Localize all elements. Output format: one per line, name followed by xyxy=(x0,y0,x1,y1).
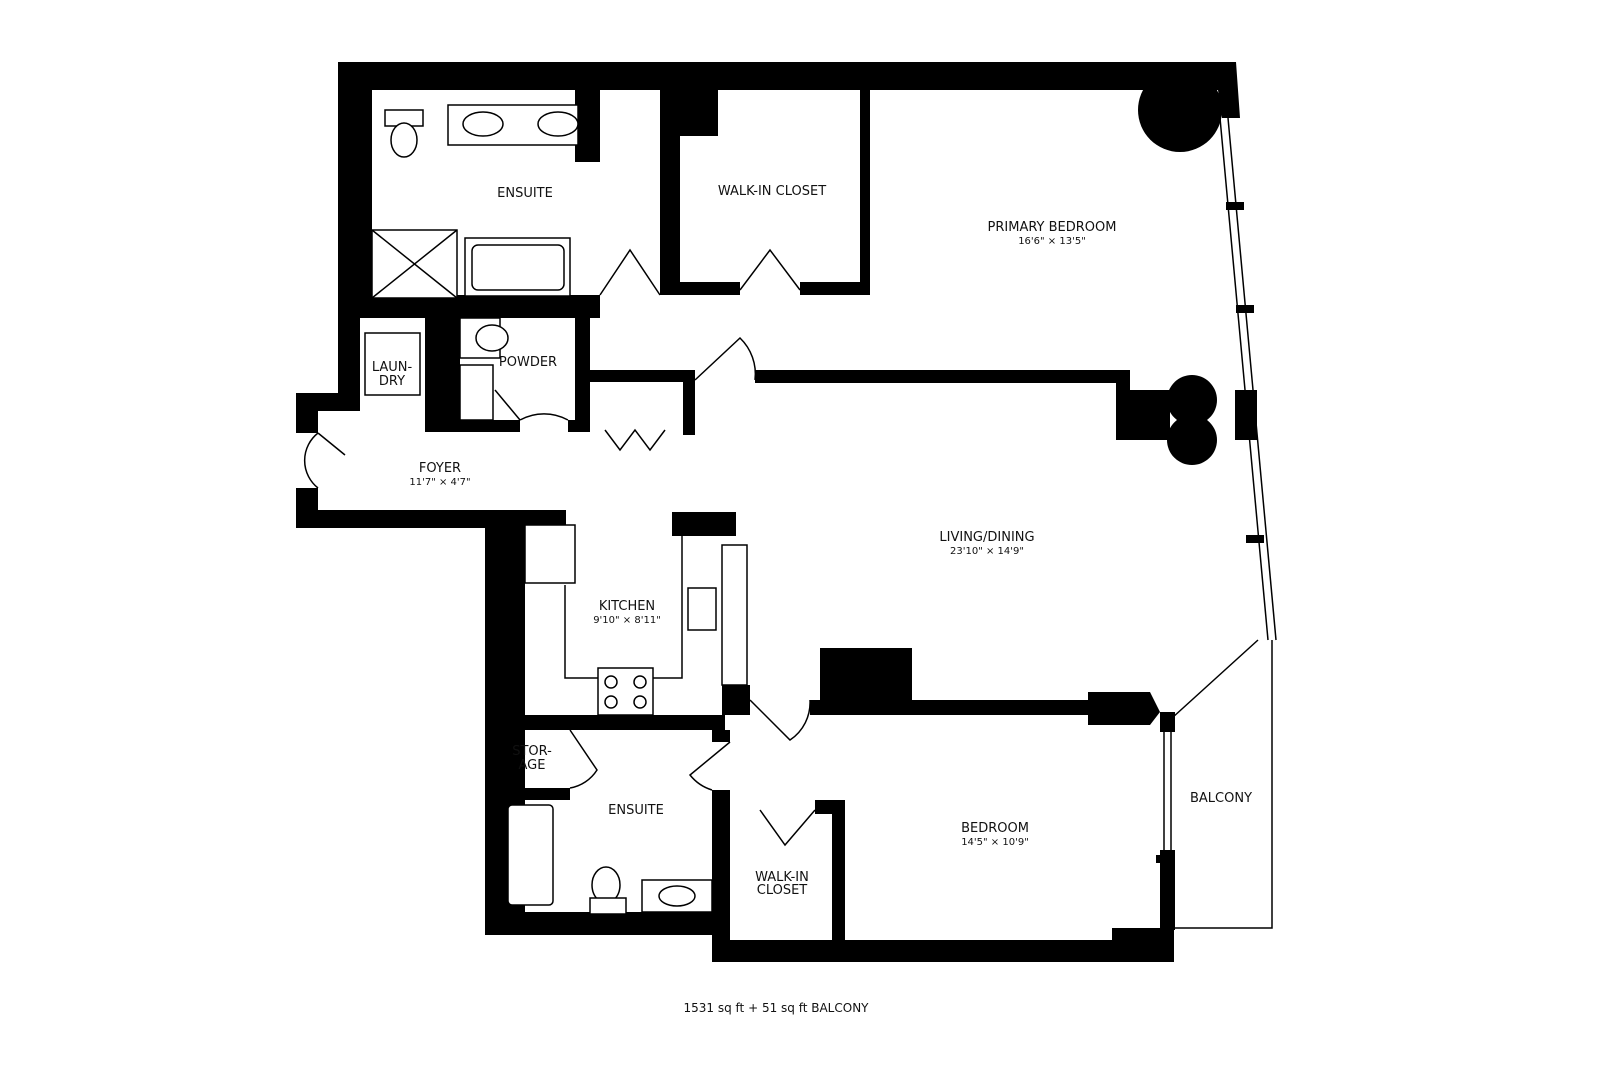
room-kitchen-dims: 9'10" × 8'11" xyxy=(593,615,661,626)
doors xyxy=(303,248,816,847)
area-summary: 1531 sq ft + 51 sq ft BALCONY xyxy=(684,1001,870,1015)
room-foyer: FOYER xyxy=(419,461,461,476)
room-balcony: BALCONY xyxy=(1190,791,1252,806)
room-ensuite-bedroom: ENSUITE xyxy=(608,803,664,818)
room-bedroom-dims: 14'5" × 10'9" xyxy=(961,837,1029,848)
room-laundry-line1: LAUN- xyxy=(372,360,413,375)
room-kitchen: KITCHEN xyxy=(599,599,655,614)
room-storage-line1: STOR- xyxy=(512,744,552,759)
room-storage-line2: AGE xyxy=(519,758,546,773)
room-powder: POWDER xyxy=(499,355,557,370)
room-walk-in-closet-line2: CLOSET xyxy=(757,883,808,898)
room-laundry-line2: DRY xyxy=(379,374,405,389)
room-living-dining: LIVING/DINING xyxy=(939,530,1034,545)
room-labels: ENSUITE WALK-IN CLOSET PRIMARY BEDROOM 1… xyxy=(372,184,1252,898)
room-living-dining-dims: 23'10" × 14'9" xyxy=(950,546,1024,557)
balcony-outline xyxy=(1175,640,1273,929)
room-primary-bedroom-dims: 16'6" × 13'5" xyxy=(1018,236,1086,247)
room-foyer-dims: 11'7" × 4'7" xyxy=(409,477,470,488)
room-walk-in-closet-line1: WALK-IN xyxy=(755,870,809,885)
room-bedroom: BEDROOM xyxy=(961,821,1029,836)
windows xyxy=(1156,117,1277,928)
room-ensuite-primary: ENSUITE xyxy=(497,186,553,201)
room-walk-in-closet-primary: WALK-IN CLOSET xyxy=(718,184,826,199)
room-primary-bedroom: PRIMARY BEDROOM xyxy=(988,220,1117,235)
fixtures xyxy=(364,104,748,915)
walls xyxy=(296,62,1257,962)
